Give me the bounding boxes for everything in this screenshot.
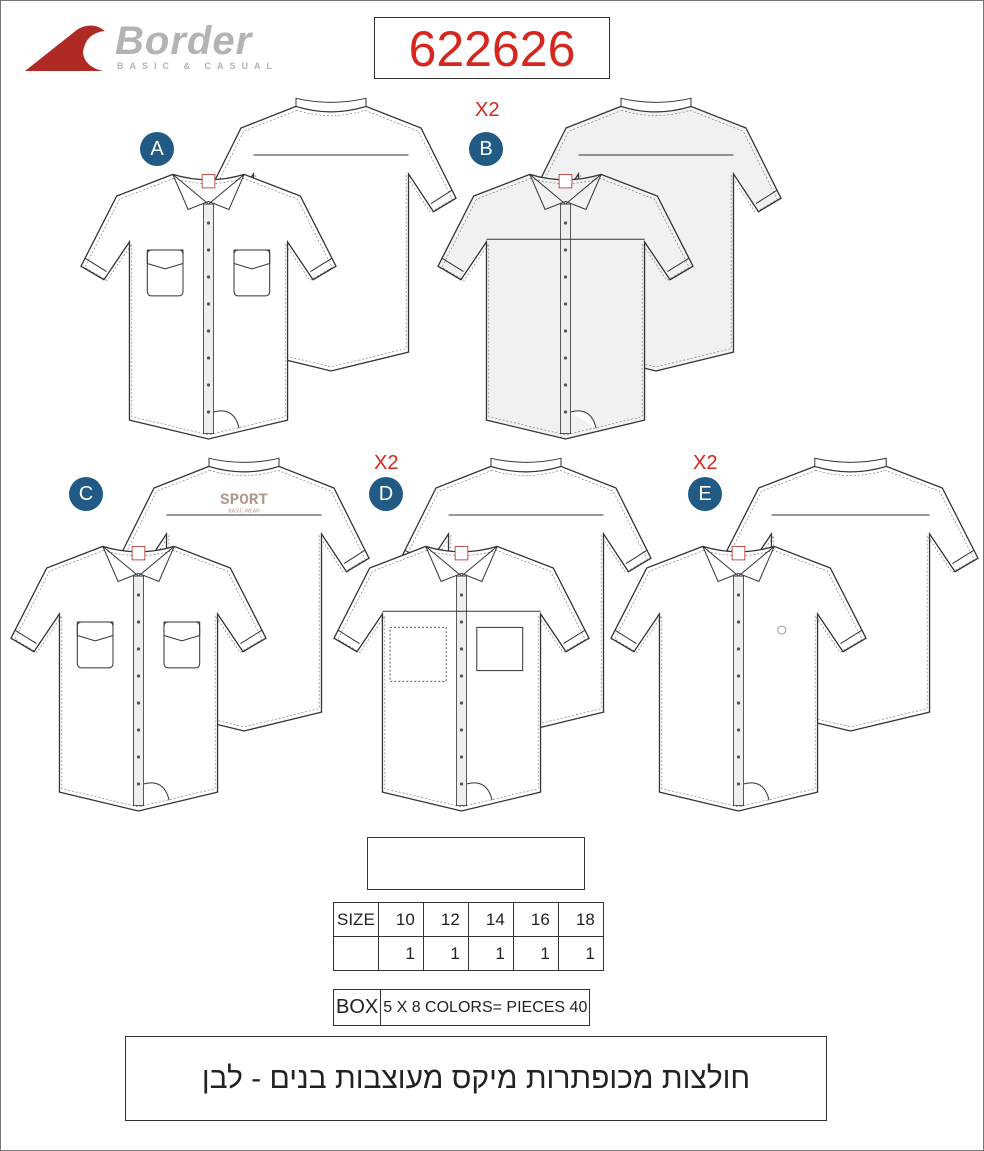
box-table: BOX 5 X 8 COLORS= PIECES 40 [332,989,591,1026]
variant-badge-e: E [688,477,722,511]
variant-badge-b: B [469,132,503,166]
brand-logo: Border BASIC & CASUAL [23,19,303,75]
brand-name: Border [115,19,253,63]
size-cell: 12 [422,902,469,937]
qty-cell: 1 [557,936,604,971]
shirt-e-front [610,545,867,812]
size-row: SIZE 10 12 14 16 18 [333,902,604,937]
size-label: SIZE [333,902,379,937]
shirt-c-front [10,545,267,812]
blank-box [367,837,585,890]
back-print-text: SPORT [220,491,268,509]
qty-cell: 1 [422,936,469,971]
product-code: 622626 [374,17,610,79]
size-cell: 10 [377,902,424,937]
empty-cell [333,936,379,971]
box-label: BOX [332,989,382,1026]
variant-badge-a: A [140,132,174,166]
size-cell: 14 [467,902,514,937]
size-cell: 18 [557,902,604,937]
variant-badge-d: D [369,477,403,511]
brand-tagline: BASIC & CASUAL [117,61,279,71]
qty-cell: 1 [512,936,559,971]
product-description: חולצות מכופתרות מיקס מעוצבות בנים - לבן [125,1036,827,1121]
variant-badge-c: C [69,477,103,511]
back-print-subtext: BASIC WEAR [228,508,260,514]
box-value: 5 X 8 COLORS= PIECES 40 [380,989,591,1026]
variant-qty-e: X2 [693,452,718,474]
qty-cell: 1 [377,936,424,971]
quantity-row: 1 1 1 1 1 [333,936,604,971]
qty-cell: 1 [467,936,514,971]
variant-qty-b: X2 [475,99,500,121]
size-table: SIZE 10 12 14 16 18 1 1 1 1 1 [333,902,604,971]
shirt-b-front [437,173,694,440]
variant-qty-d: X2 [374,452,399,474]
shirt-d-front [333,545,590,812]
shirt-a-front [80,173,337,440]
wave-logo-icon [25,25,105,72]
size-cell: 16 [512,902,559,937]
